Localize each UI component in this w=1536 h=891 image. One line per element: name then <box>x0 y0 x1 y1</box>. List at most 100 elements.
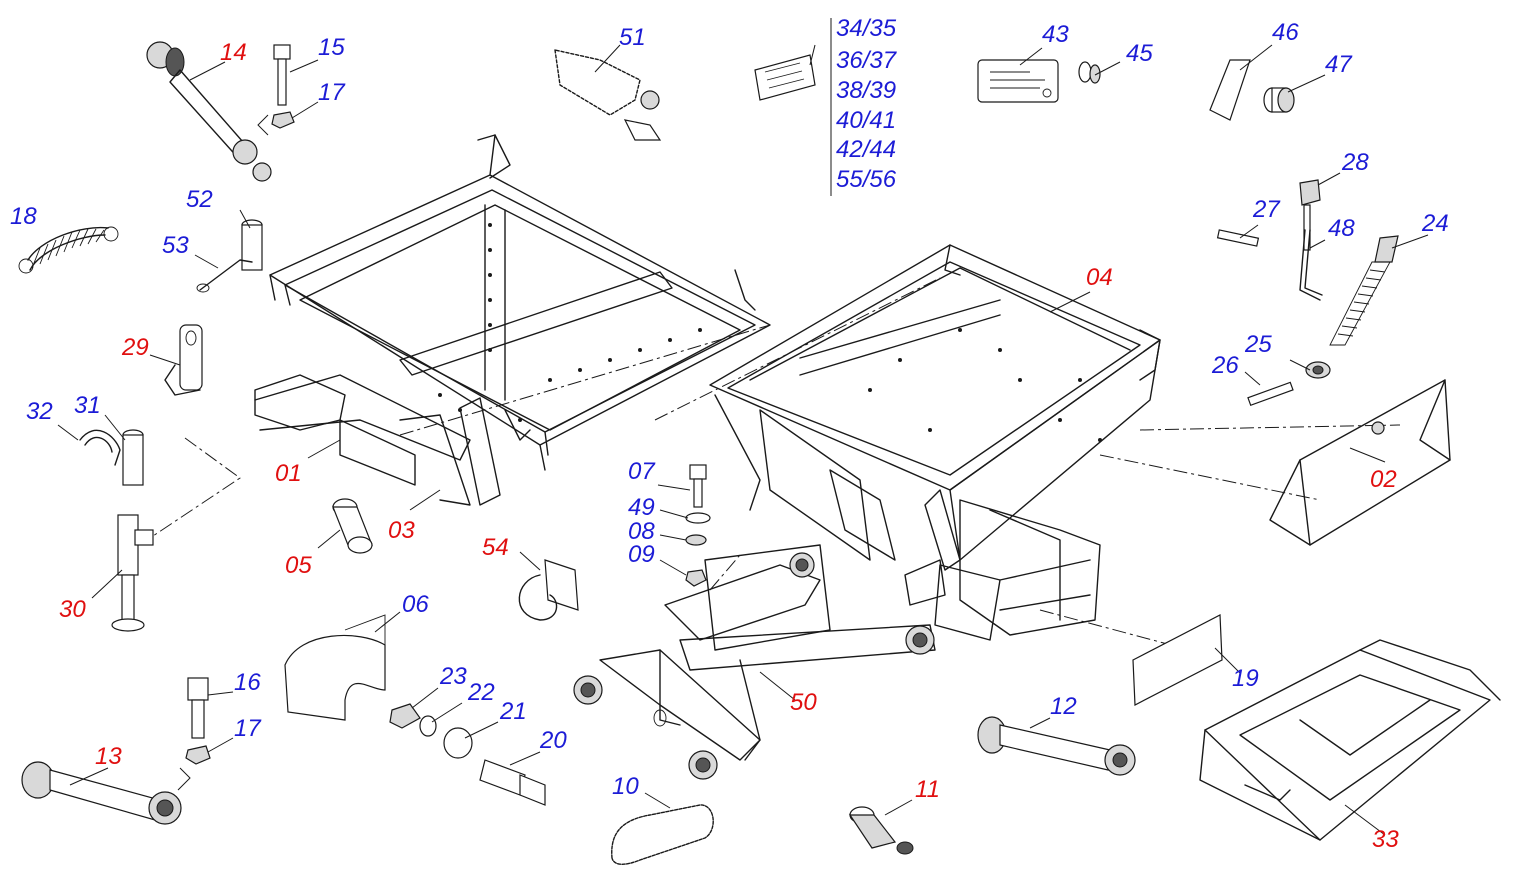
washer-49 <box>685 512 711 524</box>
callout-labels: 14 15 17 18 52 53 29 32 31 01 03 05 30 5… <box>10 19 1449 853</box>
nut-17-top <box>271 111 295 129</box>
right-frame-04 <box>709 244 1161 641</box>
callout-07: 07 <box>628 458 656 485</box>
callout-01: 01 <box>275 460 302 487</box>
callout-28: 28 <box>1341 149 1369 176</box>
screw-24 <box>1329 235 1399 346</box>
callout-47: 47 <box>1325 51 1353 78</box>
decal-label: 40/41 <box>836 107 896 134</box>
callout-09: 09 <box>628 541 655 568</box>
jack-stand-30 <box>111 514 154 632</box>
chain-guard-06 <box>284 614 386 721</box>
callout-50: 50 <box>790 689 817 716</box>
bolt-16 <box>187 677 209 739</box>
pto-shaft-14 <box>146 41 272 182</box>
decal-label: 42/44 <box>836 136 896 163</box>
bolt-15 <box>273 44 291 106</box>
callout-05: 05 <box>285 552 312 579</box>
callout-08: 08 <box>628 518 655 545</box>
decal-sticker <box>754 18 832 196</box>
nut-25 <box>1305 361 1331 379</box>
clip-32 <box>79 429 121 466</box>
callout-17: 17 <box>234 715 262 742</box>
callout-29: 29 <box>121 334 149 361</box>
deflector-02 <box>1269 379 1451 546</box>
pto-shaft-12 <box>977 716 1136 776</box>
callout-52: 52 <box>186 186 213 213</box>
callout-18: 18 <box>10 203 37 230</box>
bolt-20 <box>479 759 546 806</box>
callout-21: 21 <box>499 698 527 725</box>
spring-18 <box>18 226 119 274</box>
callout-17: 17 <box>318 79 346 106</box>
cover-plate-19 <box>1132 614 1223 706</box>
plate-46 <box>1209 59 1251 121</box>
roller-05 <box>332 498 373 554</box>
pto-shaft-13 <box>21 761 182 825</box>
callout-02: 02 <box>1370 466 1397 493</box>
callout-49: 49 <box>628 494 655 521</box>
callout-10: 10 <box>612 773 639 800</box>
hitch-29 <box>164 324 203 396</box>
callout-45: 45 <box>1126 40 1153 67</box>
callout-04: 04 <box>1086 264 1113 291</box>
leader-lines <box>57 44 1429 836</box>
callout-14: 14 <box>220 39 247 66</box>
callout-06: 06 <box>402 591 429 618</box>
clip-53 <box>196 259 253 293</box>
washer-22 <box>419 715 437 737</box>
callout-12: 12 <box>1050 693 1077 720</box>
nut-23 <box>389 703 421 729</box>
callout-32: 32 <box>26 398 53 425</box>
callout-15: 15 <box>318 34 345 61</box>
callout-43: 43 <box>1042 21 1069 48</box>
assembly-centerlines <box>149 277 1401 651</box>
callout-11: 11 <box>915 776 940 803</box>
decal-label: 36/37 <box>836 47 898 74</box>
callout-22: 22 <box>467 679 495 706</box>
left-frame-01 <box>254 134 771 506</box>
chain-51 <box>554 49 662 141</box>
chain-10 <box>611 804 714 865</box>
decal-label: 55/56 <box>836 166 897 193</box>
callout-16: 16 <box>234 669 261 696</box>
pin-26 <box>1247 381 1294 407</box>
bushing-47 <box>1263 87 1295 113</box>
sensor-11 <box>848 806 914 855</box>
callout-13: 13 <box>95 743 122 770</box>
callout-33: 33 <box>1372 826 1399 853</box>
rivet-45 <box>1078 61 1101 84</box>
decal-label: 34/35 <box>836 15 897 42</box>
washer-08 <box>685 534 707 546</box>
callout-23: 23 <box>439 663 467 690</box>
chute-33 <box>1199 639 1501 841</box>
callout-26: 26 <box>1211 352 1239 379</box>
callout-53: 53 <box>162 232 189 259</box>
callout-03: 03 <box>388 517 415 544</box>
pin-27 <box>1216 229 1260 247</box>
washer-21 <box>443 727 473 759</box>
callout-30: 30 <box>59 596 86 623</box>
nut-17-bottom <box>185 745 211 765</box>
pin-31 <box>122 429 144 486</box>
callout-27: 27 <box>1252 196 1281 223</box>
nut-09 <box>685 569 707 587</box>
callout-54: 54 <box>482 534 509 561</box>
bolt-07 <box>689 464 707 508</box>
lever-28 <box>1299 179 1321 251</box>
lever-arm-48 <box>1299 229 1323 301</box>
callout-25: 25 <box>1244 331 1272 358</box>
decal-label: 38/39 <box>836 77 896 104</box>
decal-label-group: 34/35 36/37 38/39 40/41 42/44 55/56 <box>836 15 898 193</box>
callout-31: 31 <box>74 392 101 419</box>
axle-assembly-50 <box>573 544 936 780</box>
callout-46: 46 <box>1272 19 1299 46</box>
callout-51: 51 <box>619 24 646 51</box>
bracket-54 <box>518 559 579 621</box>
id-plate-43 <box>977 59 1059 103</box>
callout-48: 48 <box>1328 215 1355 242</box>
callout-19: 19 <box>1232 665 1259 692</box>
callout-24: 24 <box>1421 210 1449 237</box>
